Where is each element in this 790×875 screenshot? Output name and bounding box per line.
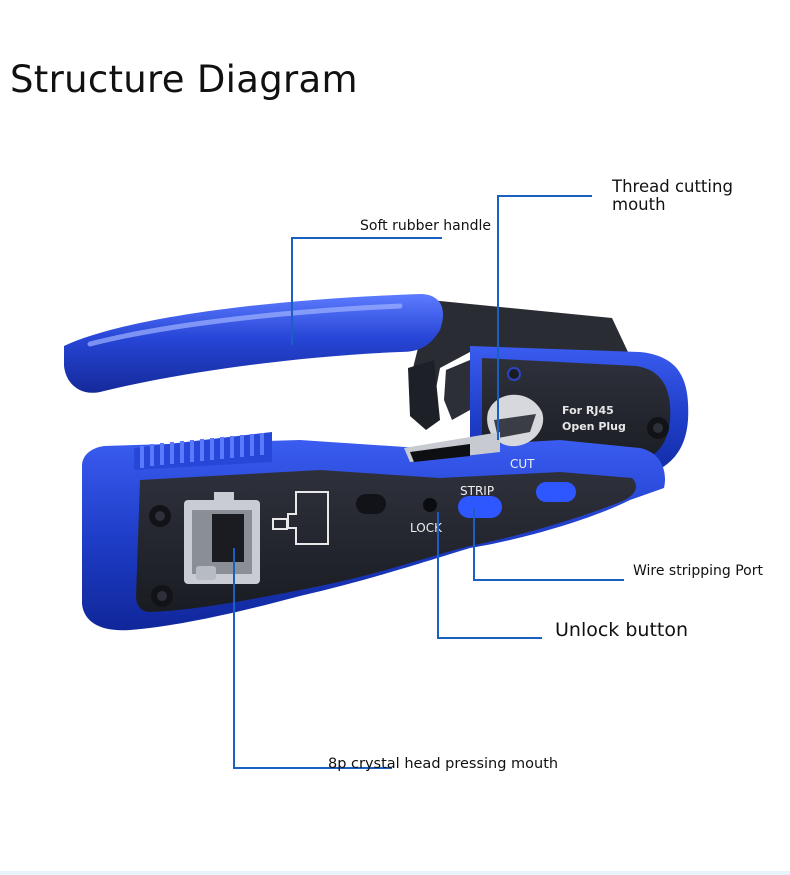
ribbed-grip: [134, 432, 272, 470]
screws: [149, 417, 669, 607]
lock-hole: [423, 498, 437, 512]
cut-marking: CUT: [510, 457, 535, 471]
leader-handle: [291, 237, 442, 345]
crystal-head-port: [184, 492, 260, 584]
page-title: Structure Diagram: [10, 58, 358, 101]
leader-lines: [233, 195, 624, 769]
upper-jaw: [410, 300, 628, 420]
head-engraving: For RJ45: [562, 404, 614, 417]
label-soft-rubber-handle: Soft rubber handle: [360, 218, 492, 234]
label-unlock-button: Unlock button: [555, 619, 689, 641]
label-crystal-head-pressing-mouth: 8p crystal head pressing mouth: [328, 756, 559, 772]
rj45-outline-icon: [272, 491, 329, 545]
strip-marking: STRIP: [460, 484, 494, 498]
stripper-channel-2: [410, 444, 470, 462]
slot: [356, 494, 386, 514]
handle-highlight: [87, 303, 403, 347]
head-dot: [507, 367, 521, 381]
rubber-handle: [64, 294, 444, 393]
jaw-lever: [408, 360, 440, 430]
label-thread-cutting-mouth: Thread cutting mouth: [612, 177, 733, 214]
cutter-blade: [494, 414, 536, 438]
leader-8p: [233, 548, 392, 769]
jaw-lever-2: [444, 360, 470, 420]
footer-band: [0, 871, 790, 875]
label-wire-stripping-port: Wire stripping Port: [633, 563, 763, 579]
strip-button: [458, 496, 502, 518]
leader-thread: [497, 195, 592, 440]
lock-marking: LOCK: [410, 521, 443, 535]
body-plate: [136, 470, 636, 612]
head-engraving-2: Open Plug: [562, 420, 626, 433]
blue-button: [536, 482, 576, 502]
leader-wire: [473, 508, 624, 581]
leader-unlock: [437, 512, 542, 639]
